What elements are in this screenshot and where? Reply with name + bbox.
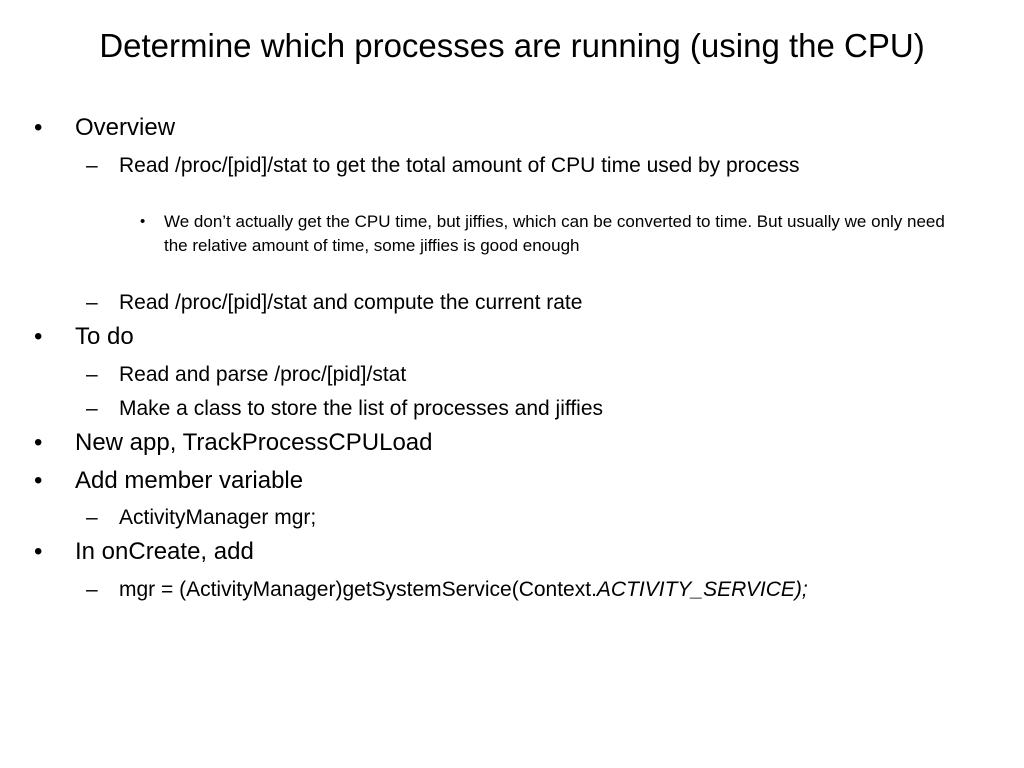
list-item-text: Make a class to store the list of proces… (119, 397, 604, 420)
bullet-marker: • (34, 429, 43, 456)
bullet-marker: • (140, 213, 146, 230)
dash-marker: – (86, 154, 98, 177)
list-item-text: To do (75, 323, 134, 350)
dash-marker: – (86, 506, 98, 529)
bullet-marker: • (34, 467, 43, 494)
list-item-text: New app, TrackProcessCPULoad (75, 429, 433, 456)
list-item-text: In onCreate, add (75, 538, 254, 565)
list-item-text: Overview (75, 114, 176, 141)
list-item-text: mgr = (ActivityManager)getSystemService(… (119, 576, 909, 603)
bullet-marker: • (34, 323, 43, 350)
slide-title: Determine which processes are running (u… (99, 27, 925, 64)
list-item-text: Read and parse /proc/[pid]/stat (119, 363, 407, 386)
code-text-italic: ACTIVITY_SERVICE); (596, 578, 808, 601)
list-item-text: ActivityManager mgr; (119, 506, 317, 529)
dash-marker: – (86, 291, 98, 314)
list-item-text: Read /proc/[pid]/stat to get the total a… (119, 154, 800, 177)
bullet-marker: • (34, 538, 43, 565)
list-item-text: Add member variable (75, 467, 304, 494)
dash-marker: – (86, 397, 98, 420)
list-item-text: Read /proc/[pid]/stat and compute the cu… (119, 291, 583, 314)
list-item-text: We don’t actually get the CPU time, but … (164, 212, 945, 255)
bullet-marker: • (34, 114, 43, 141)
code-text: mgr = (ActivityManager)getSystemService(… (119, 578, 597, 601)
dash-marker: – (86, 578, 98, 601)
dash-marker: – (86, 363, 98, 386)
